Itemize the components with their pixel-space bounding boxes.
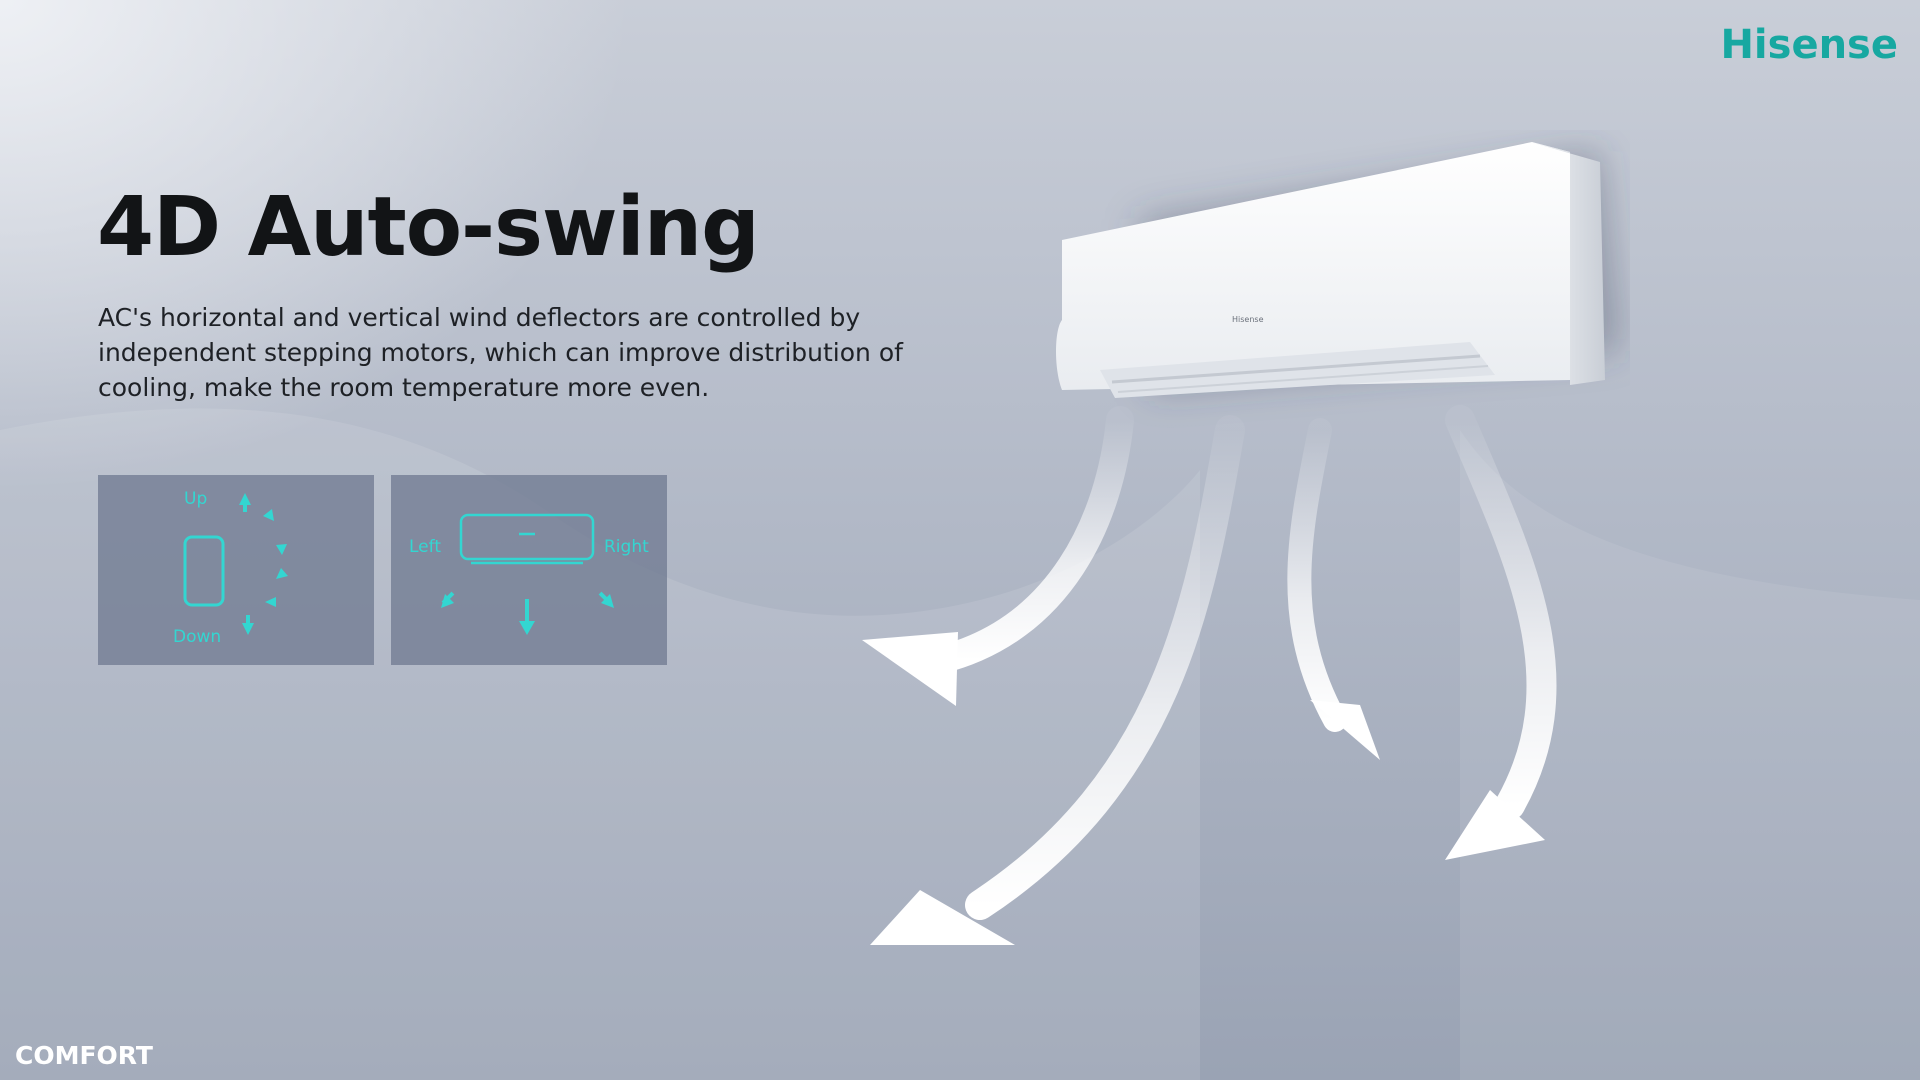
headline: 4D Auto-swing	[97, 180, 760, 275]
airflow-arrowhead-center	[1310, 700, 1380, 760]
airflow-arrowhead-left	[862, 632, 958, 706]
feature-description: AC's horizontal and vertical wind deflec…	[98, 303, 903, 402]
ac-side-panel	[1530, 142, 1605, 385]
airflow-arrowhead-right	[1445, 790, 1545, 860]
brand-logo: Hisense	[1720, 22, 1898, 68]
horizontal-swing-diagram	[441, 513, 614, 635]
horizontal-swing-panel: Left Right	[391, 475, 667, 665]
airflow-stream-right	[1445, 405, 1557, 820]
down-label: Down	[173, 627, 222, 647]
ac-body	[1056, 142, 1570, 390]
airflow-stream-center	[1287, 418, 1347, 732]
airflow-stream-lower-left	[965, 415, 1245, 920]
right-label: Right	[604, 537, 649, 557]
ac-side-outline-icon	[183, 535, 225, 607]
swing-arc-arrows-icon	[239, 493, 288, 635]
up-label: Up	[184, 489, 208, 509]
vertical-swing-diagram	[183, 493, 288, 635]
vertical-swing-panel: Up Down	[98, 475, 374, 665]
ac-front-outline-icon	[459, 513, 595, 565]
airflow-stream-left	[926, 406, 1134, 674]
section-tag: COMFORT	[15, 1041, 153, 1070]
air-conditioner-unit: Hisense	[1056, 142, 1620, 398]
airflow-arrowhead-lower-left	[870, 890, 1015, 945]
left-label: Left	[409, 537, 441, 557]
ac-brand-mark: Hisense	[1232, 315, 1264, 324]
swing-direction-arrows-icon	[441, 591, 614, 635]
